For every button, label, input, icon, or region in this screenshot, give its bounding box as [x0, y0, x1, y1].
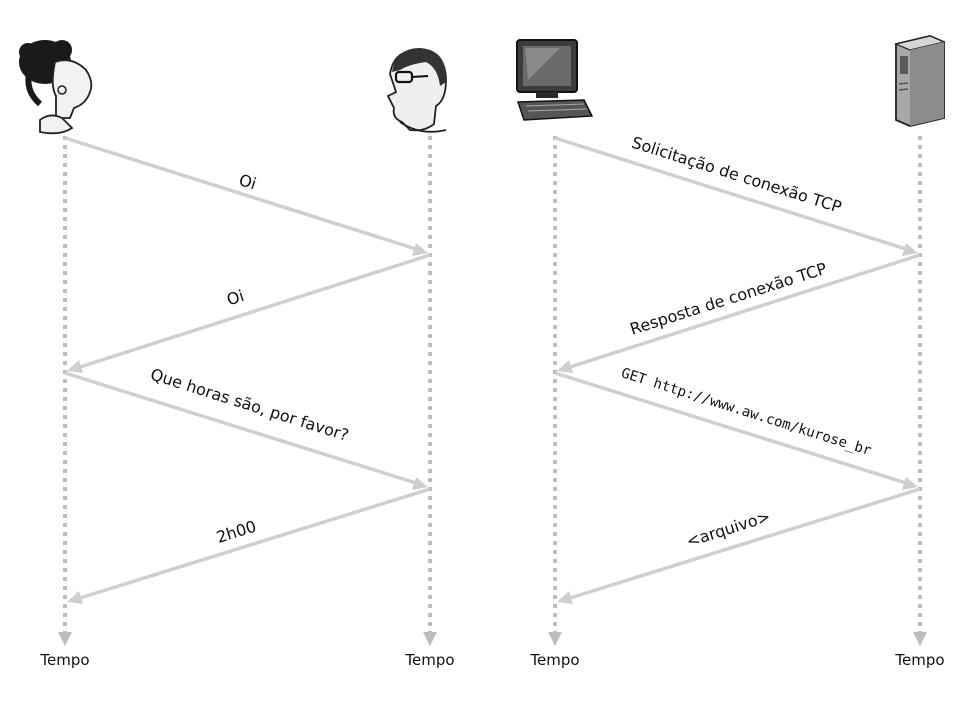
message-label: 2h00 [214, 517, 259, 547]
message-arrow [67, 253, 431, 373]
message-arrow [64, 136, 428, 256]
computer-icon [516, 39, 594, 121]
message-label: Que horas são, por favor? [148, 365, 351, 445]
message-arrow [554, 136, 918, 256]
woman-icon [19, 40, 93, 135]
lifeline-man [423, 136, 437, 646]
message-arrow [557, 253, 921, 373]
time-axis-label: Tempo [39, 651, 89, 669]
message-label: Oi [237, 170, 259, 193]
lifeline-server [913, 136, 927, 646]
message-label: GET http://www.aw.com/kurose_br [619, 365, 873, 459]
message-label: <arquivo> [684, 507, 773, 551]
message-label: Resposta de conexão TCP [628, 259, 830, 339]
message-label: Oi [224, 286, 246, 309]
message-arrow [67, 487, 431, 604]
message-arrow [64, 371, 428, 490]
message-label: Solicitação de conexão TCP [629, 133, 844, 217]
lifeline-client [548, 136, 562, 646]
lifeline-woman [58, 136, 72, 646]
server-icon [894, 35, 946, 127]
man-icon [386, 48, 447, 133]
message-arrow [557, 487, 921, 604]
message-arrow [554, 371, 918, 490]
time-axis-label: Tempo [529, 651, 579, 669]
time-axis-label: Tempo [404, 651, 454, 669]
time-axis-label: Tempo [894, 651, 944, 669]
